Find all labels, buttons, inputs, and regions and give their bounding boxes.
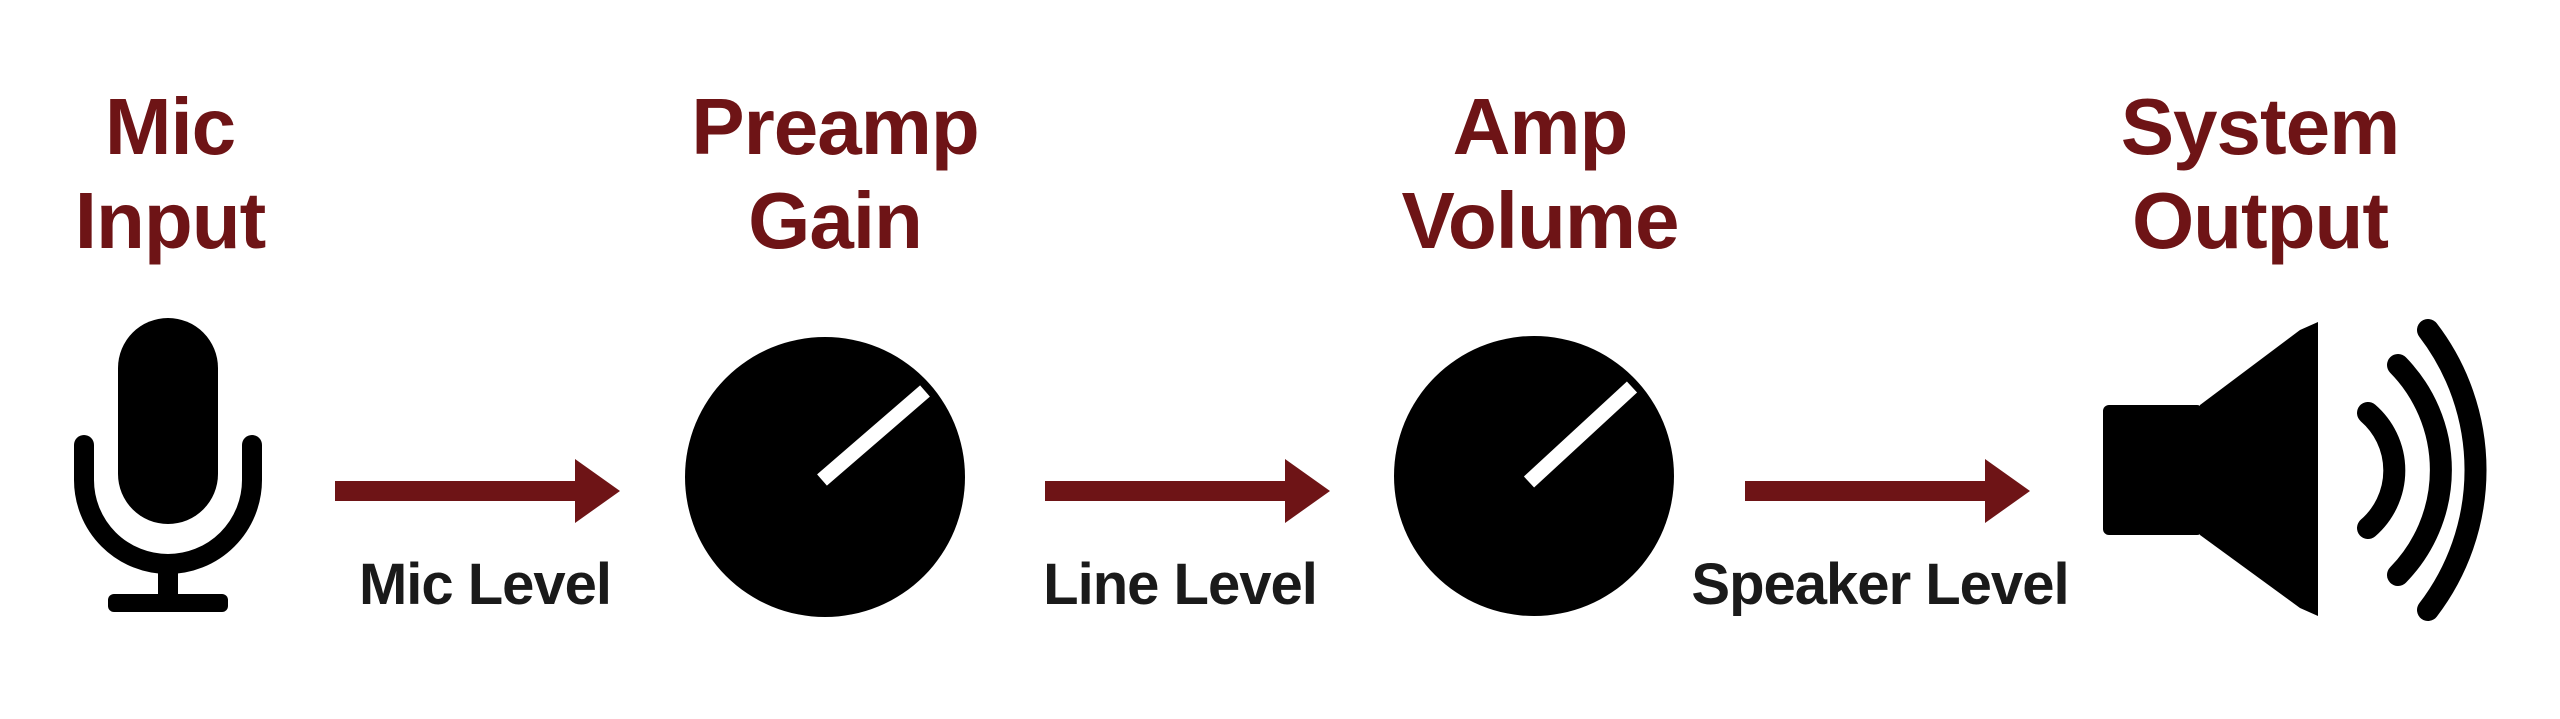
speaker-icon (2103, 319, 2487, 621)
connection-label-line-level: Line Level (1043, 552, 1318, 617)
amp-knob-icon (1394, 336, 1674, 616)
stage-title-line1: Mic (104, 82, 236, 171)
stage-title-amp-volume: Amp Volume (1320, 80, 1760, 268)
connection-label-speaker-level: Speaker Level (1691, 552, 2069, 617)
stage-title-line1: Amp (1452, 82, 1629, 171)
stage-title-line2: Output (2131, 176, 2389, 265)
signal-arrow-3 (1745, 459, 2030, 523)
stage-title-line1: System (2120, 82, 2401, 171)
stage-title-line2: Gain (748, 176, 923, 265)
stage-title-line2: Input (74, 176, 266, 265)
stage-title-preamp-gain: Preamp Gain (615, 80, 1055, 268)
stage-title-line2: Volume (1401, 176, 1679, 265)
stage-title-line1: Preamp (691, 82, 979, 171)
connection-label-mic-level: Mic Level (358, 552, 612, 617)
stage-title-system-output: System Output (2040, 80, 2480, 268)
microphone-icon (74, 318, 262, 612)
preamp-knob-icon (685, 337, 965, 617)
stage-title-mic-input: Mic Input (0, 80, 390, 268)
signal-arrow-2 (1045, 459, 1330, 523)
signal-arrow-1 (335, 459, 620, 523)
